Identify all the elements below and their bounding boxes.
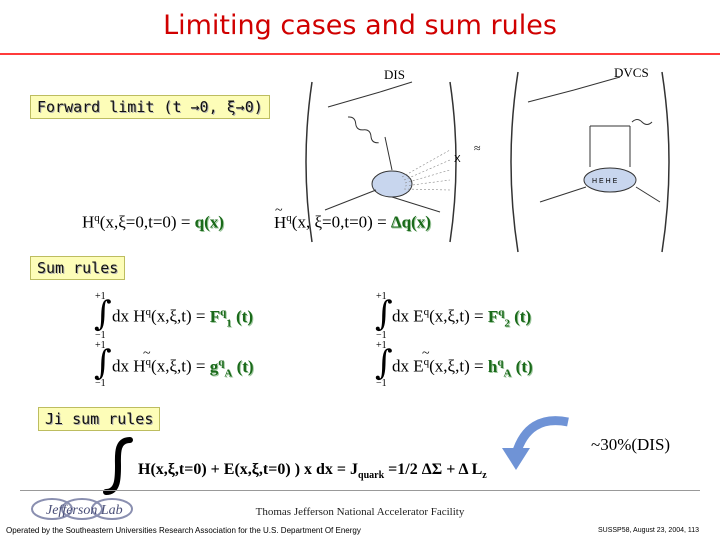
sum-rule-htilde: dx Hq(x,ξ,t) = gqA (t) <box>112 356 254 380</box>
logo-text: Jefferson Lab <box>46 503 123 518</box>
tilde-mark: ~ <box>143 346 151 361</box>
curved-arrow-icon <box>502 416 569 470</box>
percent-note: ~30%(DIS) <box>591 435 671 454</box>
dvcs-label: DVCS <box>614 65 649 80</box>
feynman-diagram: X ≈ H E H E <box>305 71 670 253</box>
integral-upper: +1 <box>95 291 106 302</box>
dis-label: DIS <box>384 67 405 82</box>
integral-upper: +1 <box>376 291 387 302</box>
integral-sign: ∫ <box>94 343 112 383</box>
jefferson-lab-logo: Jefferson Lab <box>22 494 142 524</box>
ji-sum-rules-heading: Ji sum rules <box>38 407 161 431</box>
ji-formula: H(x,ξ,t=0) + E(x,ξ,t=0) ) x dx = Jquark … <box>138 461 487 482</box>
large-integral-sign <box>103 437 133 495</box>
tilde-mark: ~ <box>422 346 430 361</box>
title-divider <box>0 53 720 55</box>
integral-upper: +1 <box>376 340 387 351</box>
integral-sign: ∫ <box>94 294 112 334</box>
svg-text:X: X <box>454 154 461 165</box>
page-title: Limiting cases and sum rules <box>163 10 557 41</box>
svg-text:H E H E: H E H E <box>592 178 618 185</box>
sum-rule-h: dx Hq(x,ξ,t) = Fq1 (t) <box>112 306 253 330</box>
integral-sign: ∫ <box>375 343 393 383</box>
integral-lower: −1 <box>376 378 387 389</box>
integral-lower: −1 <box>95 378 106 389</box>
footer-divider <box>20 490 700 491</box>
integral-lower: −1 <box>376 330 387 341</box>
forward-formula-htilde: ~Hq(x, ξ=0,t=0) = Δq(x) <box>274 202 431 232</box>
integral-lower: −1 <box>95 330 106 341</box>
sum-rule-e: dx Eq(x,ξ,t) = Fq2 (t) <box>392 306 532 330</box>
footer-date: SUSSP58, August 23, 2004, 113 <box>598 527 700 534</box>
footer-operated-by: Operated by the Southeastern Universitie… <box>6 526 361 535</box>
sum-rules-heading: Sum rules <box>30 256 126 280</box>
sum-rule-etilde: dx Eq(x,ξ,t) = hqA (t) <box>392 356 533 380</box>
forward-formula-h: Hq(x,ξ=0,t=0) = q(x) <box>82 212 224 232</box>
integral-sign: ∫ <box>375 294 393 334</box>
svg-text:≈: ≈ <box>474 141 481 155</box>
forward-limit-heading: Forward limit (t →0, ξ→0) <box>30 95 270 119</box>
footer-organization: Thomas Jefferson National Accelerator Fa… <box>255 506 465 518</box>
integral-upper: +1 <box>95 340 106 351</box>
